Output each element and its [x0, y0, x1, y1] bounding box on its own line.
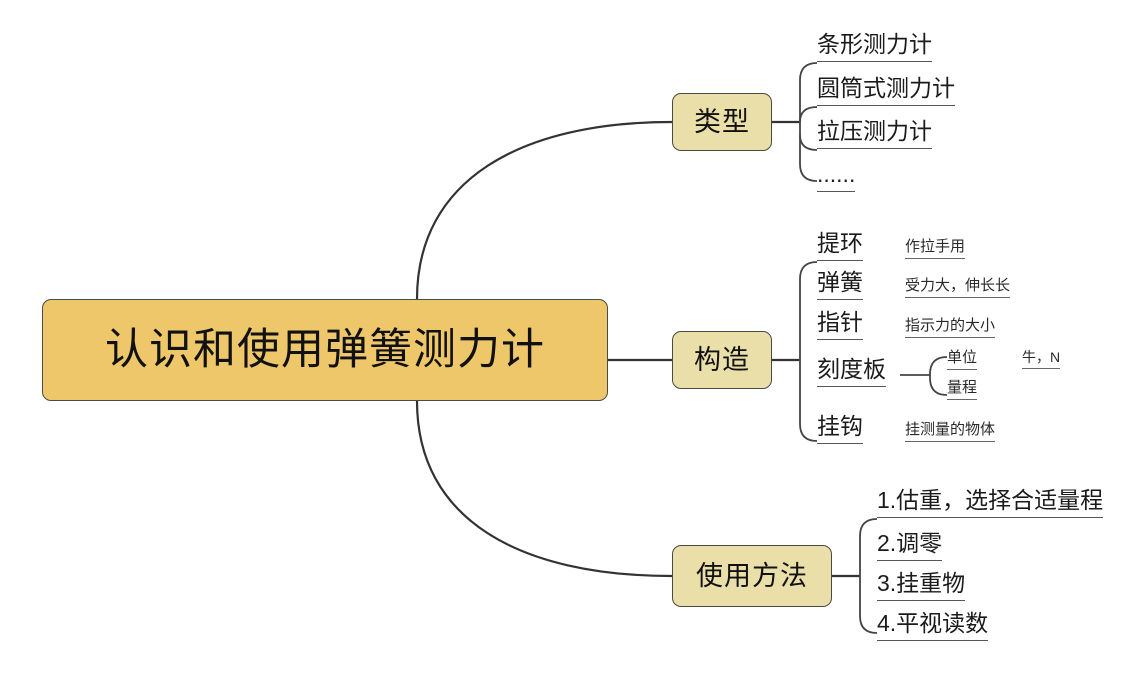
- root-node[interactable]: 认识和使用弹簧测力计: [42, 299, 608, 401]
- edge-root-to-types: [415, 120, 673, 300]
- leaf-types-3[interactable]: 拉压测力计: [817, 120, 932, 149]
- edge-root-to-method: [415, 400, 673, 578]
- root-node-label: 认识和使用弹簧测力计: [105, 325, 545, 374]
- branch-node-structure[interactable]: 构造: [672, 331, 772, 389]
- branch-label-types: 类型: [694, 106, 750, 137]
- leaf-structure-5-desc[interactable]: 挂测量的物体: [905, 422, 996, 442]
- leaf-scale-unit-desc[interactable]: 牛，N: [1022, 350, 1061, 369]
- leaf-types-1[interactable]: 条形测力计: [817, 33, 932, 62]
- leaf-structure-3[interactable]: 指针: [817, 311, 863, 340]
- leaf-method-1[interactable]: 1.估重，选择合适量程: [877, 489, 1104, 518]
- leaf-method-2[interactable]: 2.调零: [877, 532, 943, 561]
- branch-node-types[interactable]: 类型: [672, 93, 772, 151]
- leaf-structure-5[interactable]: 挂钩: [817, 415, 863, 444]
- leaf-structure-2-desc[interactable]: 受力大，伸长长: [905, 278, 1011, 298]
- leaf-method-4[interactable]: 4.平视读数: [877, 612, 989, 641]
- branch-node-method[interactable]: 使用方法: [672, 545, 832, 607]
- leaf-types-4[interactable]: ......: [817, 163, 856, 192]
- leaf-structure-1-desc[interactable]: 作拉手用: [905, 239, 966, 259]
- leaf-scale-range[interactable]: 量程: [947, 380, 978, 400]
- leaf-structure-1[interactable]: 提环: [817, 232, 863, 261]
- edge-types-leaf-c: [799, 134, 818, 151]
- edge-structure-spine: [799, 261, 818, 442]
- edge-method-spine: [859, 518, 878, 634]
- branch-label-method: 使用方法: [696, 560, 808, 591]
- leaf-structure-3-desc[interactable]: 指示力的大小: [905, 318, 996, 338]
- leaf-types-2[interactable]: 圆筒式测力计: [817, 77, 955, 106]
- edge-scale-spine: [929, 356, 948, 396]
- leaf-scale-unit[interactable]: 单位: [947, 350, 978, 370]
- leaf-method-3[interactable]: 3.挂重物: [877, 572, 966, 601]
- branch-label-structure: 构造: [694, 344, 750, 375]
- edge-types-spine: [799, 62, 818, 182]
- leaf-structure-4[interactable]: 刻度板: [817, 358, 886, 387]
- leaf-structure-2[interactable]: 弹簧: [817, 271, 863, 300]
- edge-types-leaf-b: [799, 106, 818, 123]
